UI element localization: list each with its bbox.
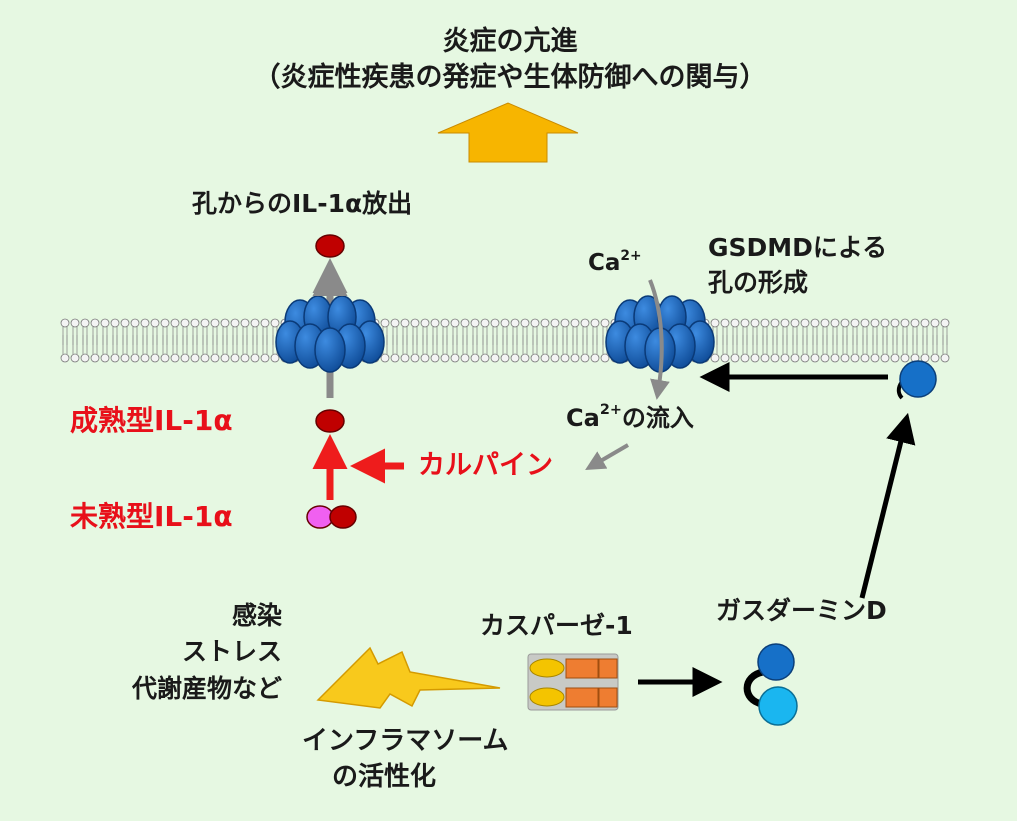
caspase1-label: カスパーゼ-1 bbox=[480, 611, 633, 640]
n-terminal-translocation-arrow bbox=[859, 412, 916, 599]
inflammasome-label-line1: インフラマソーム bbox=[302, 726, 509, 756]
il1a-immature bbox=[306, 505, 357, 529]
gsdmd-pore-left bbox=[275, 295, 385, 373]
stimuli-list: 感染 ストレス 代謝産物など bbox=[60, 598, 282, 707]
ca-influx-arrow bbox=[648, 279, 670, 400]
il1a-released bbox=[315, 234, 345, 258]
gasdermin-d-label: ガスダーミンD bbox=[716, 596, 887, 625]
ca-to-calpain-arrow bbox=[585, 443, 630, 471]
outcome-subtitle: （炎症性疾患の発症や生体防御への関与） bbox=[253, 62, 767, 93]
release-label: 孔からのIL-1α放出 bbox=[192, 189, 413, 218]
gasdermin-d-icon bbox=[743, 643, 798, 726]
stimulus-infection: 感染 bbox=[231, 601, 282, 630]
inflammasome-label-line2: の活性化 bbox=[332, 762, 437, 793]
calpain-label: カルパイン bbox=[418, 450, 553, 481]
stimulus-lightning-icon bbox=[316, 646, 501, 709]
outcome-title: 炎症の亢進 bbox=[442, 26, 578, 57]
il1a-mature bbox=[315, 409, 345, 433]
pore-formation-label: GSDMDによる 孔の形成 bbox=[708, 230, 887, 300]
pore-formation-label-line1: GSDMDによる bbox=[708, 233, 888, 262]
stimulus-stress: ストレス bbox=[181, 637, 282, 667]
inflammasome-label: インフラマソーム の活性化 bbox=[302, 723, 508, 796]
ca-label-top: Ca2+ bbox=[588, 248, 642, 276]
ca-influx-label: Ca2+の流入 bbox=[566, 402, 694, 432]
immature-il1a-label: 未熟型IL-1α bbox=[70, 500, 233, 533]
pore-formation-label-line2: 孔の形成 bbox=[708, 268, 809, 297]
cell-membrane bbox=[60, 318, 950, 364]
inflammation-up-arrow bbox=[437, 102, 579, 163]
stimulus-metabolites: 代謝産物など bbox=[131, 673, 282, 703]
caspase1-icon bbox=[527, 653, 619, 711]
mature-il1a-label: 成熟型IL-1α bbox=[70, 404, 233, 437]
gsdmd-n-terminal bbox=[896, 360, 937, 400]
